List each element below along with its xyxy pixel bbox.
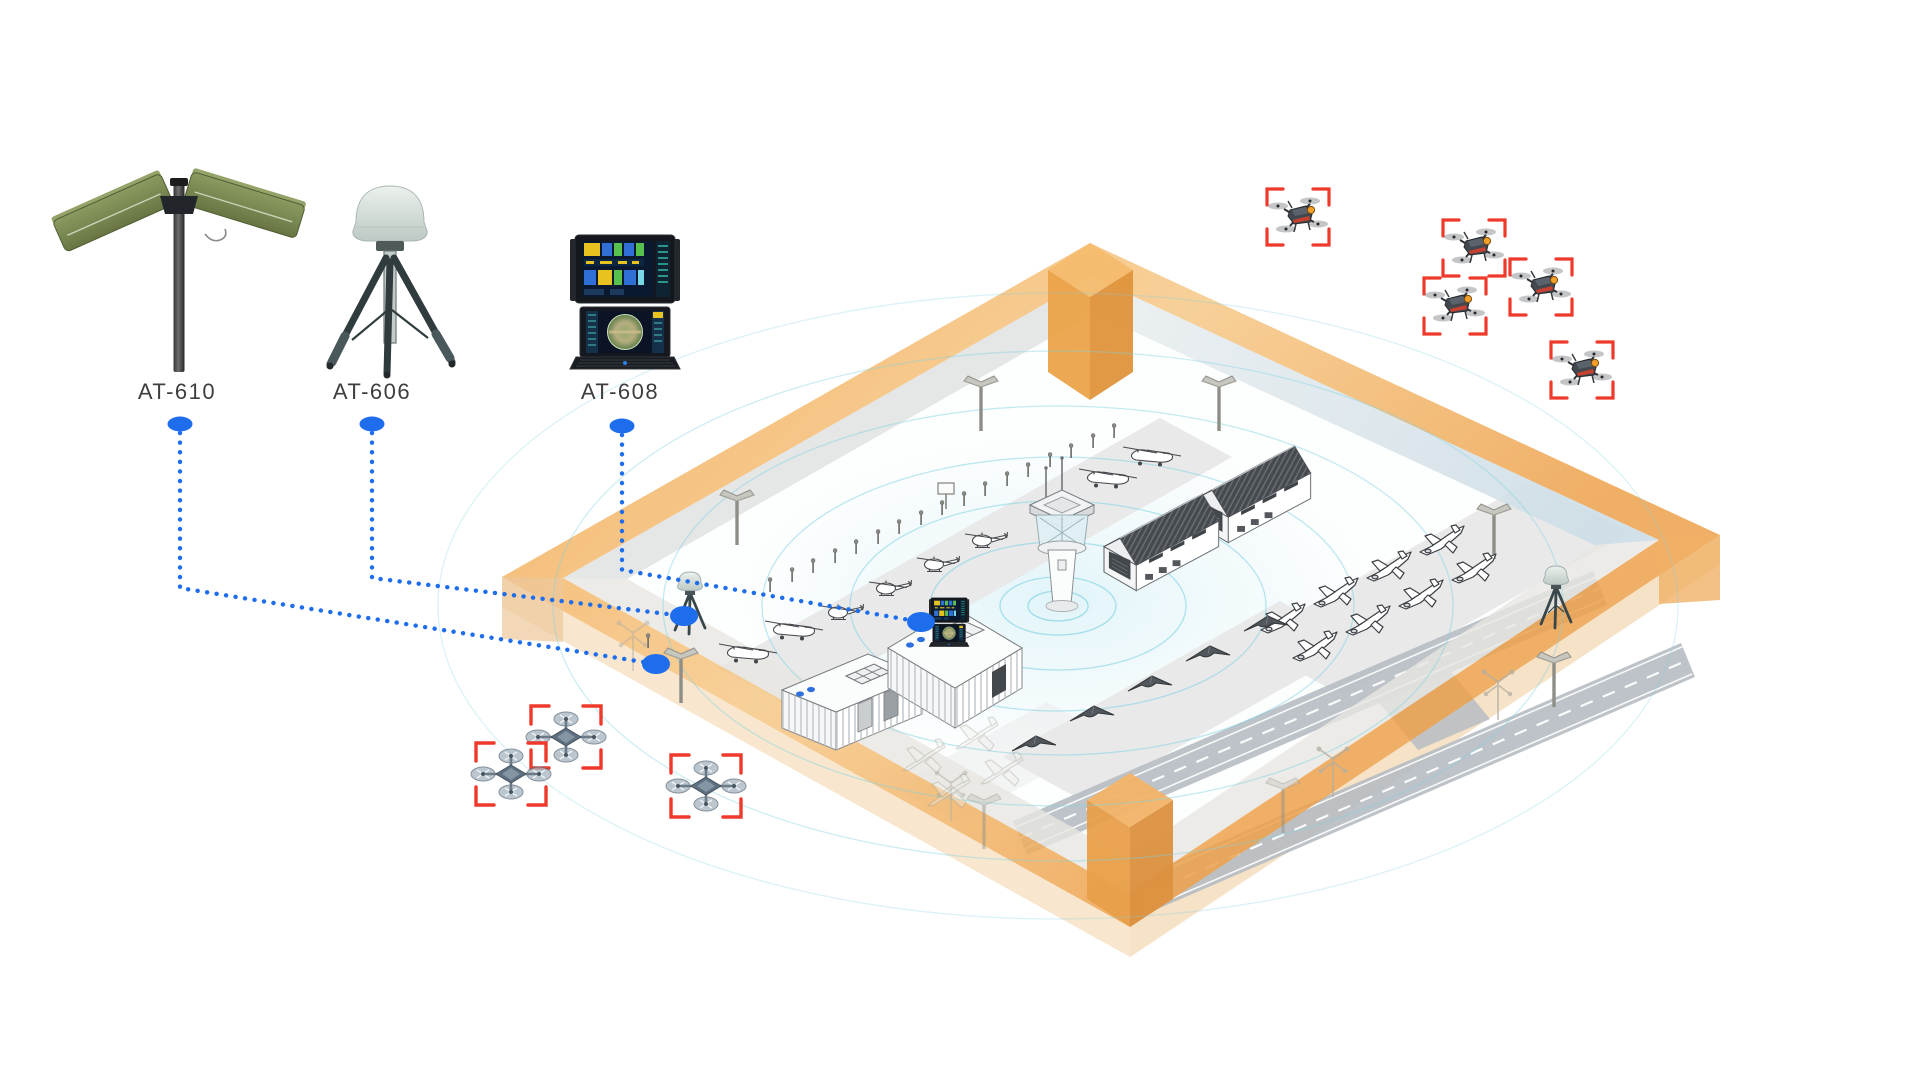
connection-lines (167, 416, 935, 674)
glass-band-upper-left (563, 277, 1094, 579)
product-label-at606: AT-606 (332, 379, 412, 404)
uav-apron (1003, 601, 1360, 801)
product-at608-image (568, 233, 682, 371)
perimeter-wall (502, 243, 1720, 927)
airbase-platform (502, 243, 1720, 957)
detected-drone (1508, 257, 1574, 317)
wall-corner-right (1659, 535, 1720, 604)
link-at610 (167, 416, 670, 674)
drone-icon (1424, 285, 1486, 323)
detected-drone (1441, 218, 1507, 278)
wall-corner-left (502, 577, 563, 642)
detected-drone (469, 741, 553, 807)
link-source-dot-at610 (167, 416, 193, 432)
detected-drone (1422, 276, 1488, 336)
drone-icon (1443, 227, 1505, 265)
drone-icon (664, 759, 748, 813)
drone-icon (1510, 266, 1572, 304)
link-target-dot-at608 (907, 612, 935, 632)
link-target-dot-at610 (642, 654, 670, 674)
link-source-dot-at608 (609, 418, 635, 434)
product-at606-image (326, 185, 456, 379)
link-source-dot-at606 (359, 416, 385, 432)
drone-icon (1551, 349, 1613, 387)
detected-drone (1549, 340, 1615, 400)
detected-drone (1265, 187, 1331, 247)
drone-icon (469, 747, 553, 801)
link-path-at606 (369, 430, 687, 619)
link-at608 (609, 418, 935, 632)
link-target-dot-at606 (670, 606, 698, 626)
detected-drone (664, 753, 748, 819)
wall-pillar-bottom (1087, 773, 1173, 927)
field-console (928, 597, 970, 648)
link-at606 (359, 416, 698, 626)
helicopter-apron (718, 418, 1232, 707)
product-at610-image (51, 168, 306, 372)
product-label-at610: AT-610 (137, 379, 217, 404)
wall-pillar-top (1048, 243, 1133, 400)
product-label-at608: AT-608 (580, 379, 660, 404)
glass-band-upper-right (1092, 277, 1659, 545)
control-tower (1028, 456, 1096, 612)
link-path-at610 (177, 430, 659, 667)
product-images (51, 168, 682, 379)
drone-icon (1267, 196, 1329, 234)
drone-icon (524, 710, 608, 764)
detected-drone (524, 704, 608, 770)
link-path-at608 (619, 432, 924, 625)
